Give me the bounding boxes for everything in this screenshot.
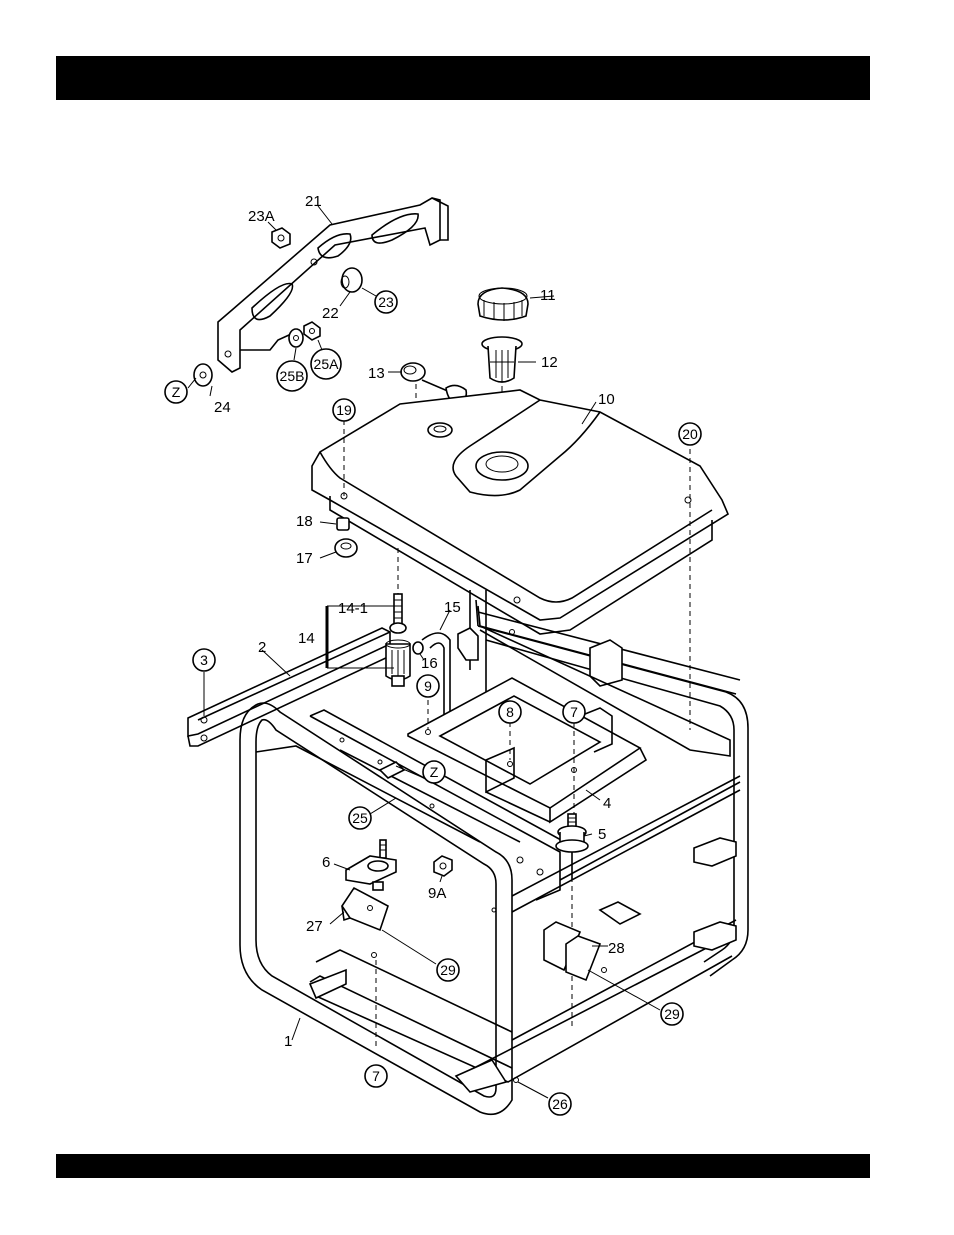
label-15: 15 <box>444 599 461 616</box>
svg-text:Z: Z <box>172 384 181 400</box>
spacer-18 <box>337 518 349 530</box>
label-4: 4 <box>603 795 611 812</box>
fuel-tank <box>312 390 728 634</box>
svg-text:8: 8 <box>506 704 514 720</box>
callout-26: 26 <box>549 1093 571 1115</box>
label-1: 1 <box>284 1033 292 1050</box>
callout-19: 19 <box>333 399 355 421</box>
label-24: 24 <box>214 399 231 416</box>
callout-23: 23 <box>375 291 397 313</box>
grommet-22 <box>341 268 362 292</box>
callout-8: 8 <box>499 701 521 723</box>
label-9a: 9A <box>428 885 446 902</box>
label-14-1: 14-1 <box>338 600 368 617</box>
nut-23a <box>272 228 290 248</box>
label-6: 6 <box>322 854 330 871</box>
callout-z-mid: Z <box>423 761 445 783</box>
label-12: 12 <box>541 354 558 371</box>
svg-text:3: 3 <box>200 652 208 668</box>
main-frame <box>240 590 748 1114</box>
label-11: 11 <box>540 287 556 304</box>
nut-9a <box>434 856 452 876</box>
fuel-cap <box>478 288 528 321</box>
svg-text:19: 19 <box>336 402 352 418</box>
washer-25b <box>289 329 303 347</box>
callout-25a: 25A <box>311 349 341 379</box>
callout-20: 20 <box>679 423 701 445</box>
label-13: 13 <box>368 365 385 382</box>
label-27: 27 <box>306 918 323 935</box>
label-10: 10 <box>598 391 615 408</box>
label-23a: 23A <box>248 208 275 225</box>
svg-text:25A: 25A <box>314 356 340 372</box>
svg-text:25: 25 <box>352 810 368 826</box>
svg-text:7: 7 <box>570 704 578 720</box>
callout-29-left: 29 <box>437 959 459 981</box>
callout-z-top: Z <box>165 381 187 403</box>
grommet-17 <box>335 539 357 557</box>
label-14: 14 <box>298 630 315 647</box>
label-2: 2 <box>258 639 266 656</box>
vibration-mount-5 <box>556 814 588 852</box>
callout-3: 3 <box>193 649 215 671</box>
label-21: 21 <box>305 193 322 210</box>
o-ring-16 <box>413 642 423 654</box>
label-17: 17 <box>296 550 313 567</box>
bracket-28 <box>544 922 600 980</box>
callout-7-lower: 7 <box>365 1065 387 1087</box>
label-18: 18 <box>296 513 313 530</box>
svg-text:29: 29 <box>440 962 456 978</box>
label-28: 28 <box>608 940 625 957</box>
svg-text:23: 23 <box>378 294 394 310</box>
bracket-27 <box>342 888 388 958</box>
fuel-valve <box>386 548 410 686</box>
callout-25b: 25B <box>277 361 307 391</box>
callout-25: 25 <box>349 807 371 829</box>
svg-text:25B: 25B <box>280 368 305 384</box>
svg-text:20: 20 <box>682 426 698 442</box>
side-rail <box>188 628 390 746</box>
svg-text:9: 9 <box>424 678 432 694</box>
svg-text:7: 7 <box>372 1068 380 1084</box>
label-22: 22 <box>322 305 339 322</box>
callout-7-upper: 7 <box>563 701 585 723</box>
svg-text:26: 26 <box>552 1096 568 1112</box>
callout-29-right: 29 <box>661 1003 683 1025</box>
svg-text:29: 29 <box>664 1006 680 1022</box>
vibration-mount-6 <box>346 840 396 890</box>
washer-24 <box>194 364 212 386</box>
svg-text:Z: Z <box>430 764 439 780</box>
nut-25a <box>304 322 320 340</box>
label-16: 16 <box>421 655 438 672</box>
callout-9: 9 <box>417 675 439 697</box>
label-5: 5 <box>598 826 606 843</box>
